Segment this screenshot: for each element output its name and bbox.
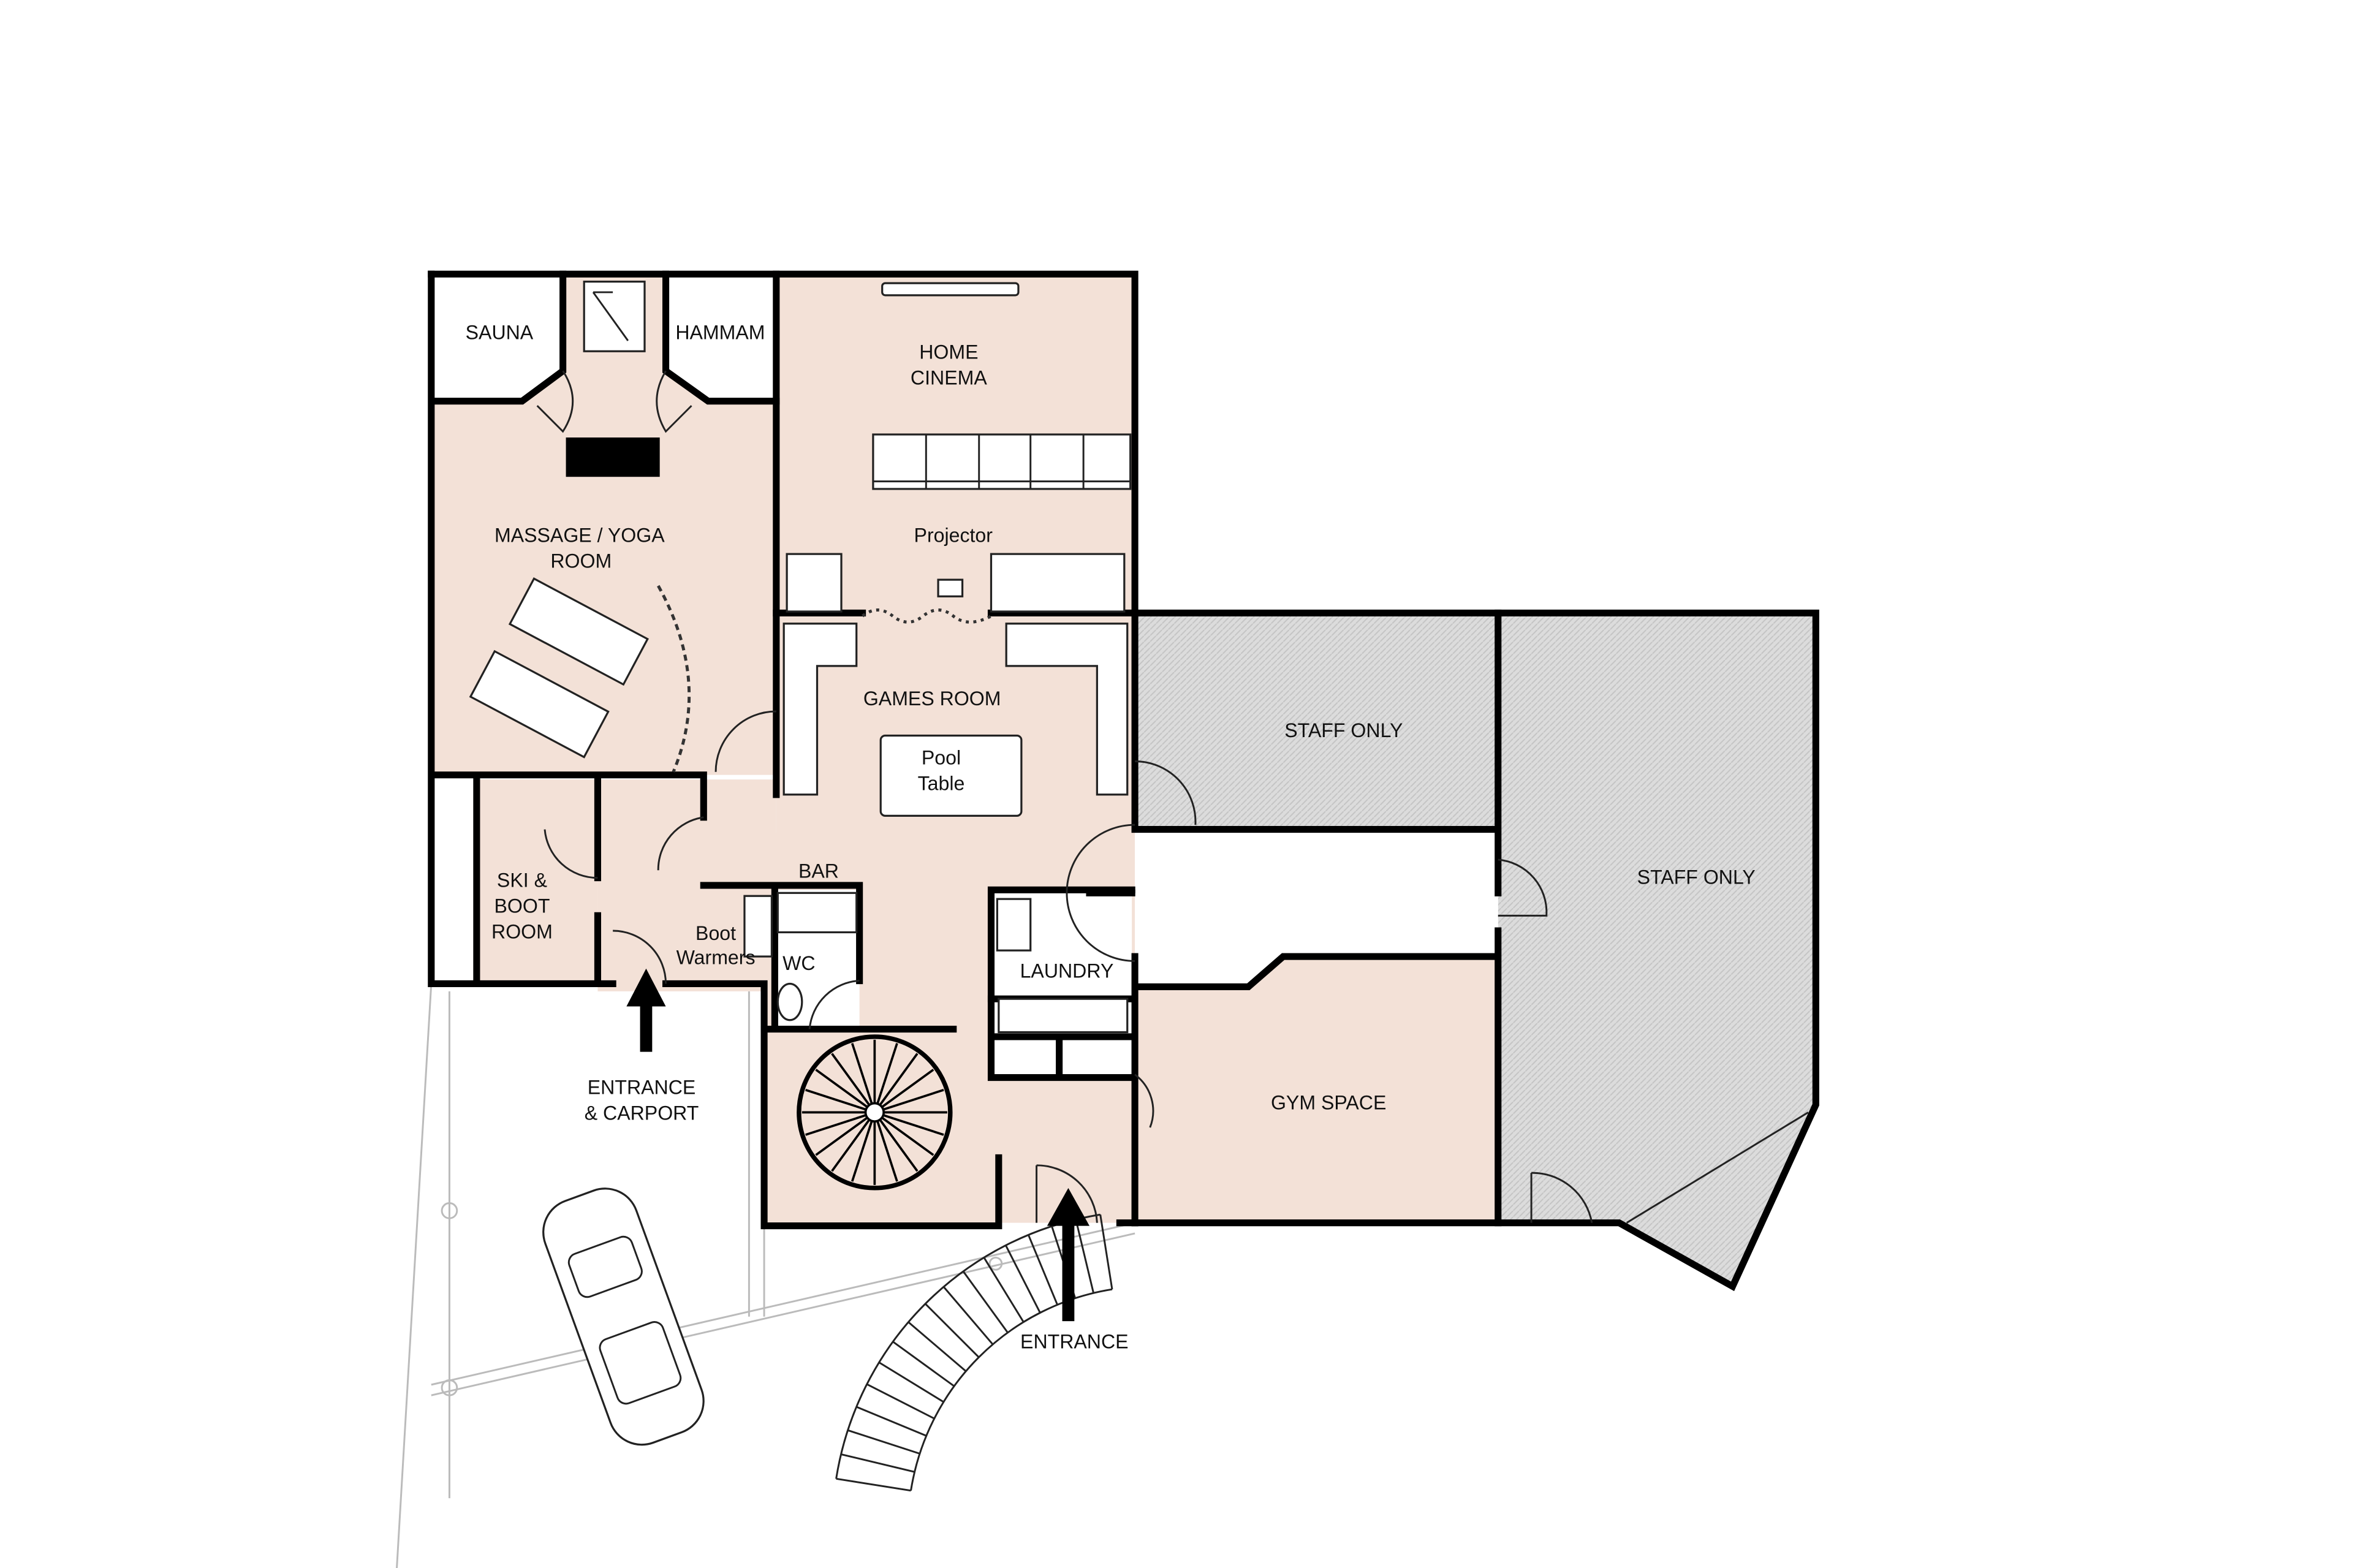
stair-step [805,1111,875,1136]
stair-step [1099,1214,1113,1290]
stair-step [831,1112,876,1172]
arrow-up-icon [626,968,666,1052]
furniture [469,281,1132,1034]
toilet [776,982,803,1021]
corridor [1135,829,1498,957]
sauna-label: SAUNA [466,321,534,343]
stair-step [851,1112,876,1182]
massage-bench [566,437,660,477]
cinema-seats [872,433,1132,490]
stair-step [874,1111,944,1136]
staff-only-label: STAFF ONLY [1284,719,1403,741]
armchair [786,553,843,613]
stair-step [866,1383,935,1420]
boot-warmers-label: Boot [695,922,736,944]
door-swing-icon [536,370,1809,1224]
gym-label: GYM SPACE [1271,1091,1386,1113]
massage-bed [469,650,610,759]
stair-step [874,1088,944,1114]
projector-icon [937,578,964,597]
curtain [862,608,992,624]
pool-table [879,734,1023,817]
car-icon [542,1187,705,1446]
boot-warmers-label: Warmers [676,946,756,968]
carport-entrance-label: ENTRANCE [588,1077,696,1099]
ski-room-label: SKI & [497,869,547,891]
main-entrance-label: ENTRANCE [1020,1331,1129,1353]
stair-step [851,1043,876,1113]
massage-label: ROOM [550,550,612,572]
stair-step [907,1321,967,1372]
massage-room [431,274,776,775]
stair-step [836,1477,911,1492]
sofa-left [782,623,858,796]
stair-step [815,1069,876,1113]
boot-warmer-rack [743,895,773,958]
pool-table-label: Table [918,772,965,794]
home-cinema-label: HOME [919,341,978,363]
ski-room-label: ROOM [491,920,553,942]
walls [428,270,1819,1292]
stair-step [873,1112,919,1172]
stair-step [873,1043,898,1113]
stair-step [874,1111,934,1156]
spiral-staircase-icon [797,1034,953,1191]
laundry-counter [998,998,1129,1034]
stair-step [892,1341,955,1387]
massage-label: MASSAGE / YOGA [494,524,665,546]
wc-label: WC [782,952,815,974]
sofa-right [1005,623,1129,796]
room-divider-curtain [657,585,691,773]
stair-step [873,1053,919,1113]
stair-step [831,1053,876,1113]
ski-boot-room [476,779,598,984]
stair-step [815,1111,876,1156]
stair-step [962,1271,1009,1333]
ski-room-label: BOOT [494,895,550,917]
bar-counter [776,892,858,934]
stair-step [942,1286,994,1345]
carport-area [396,983,1135,1568]
stair-step [1075,1219,1094,1293]
stair-step [873,1112,898,1182]
stair-step [847,1429,920,1455]
washing-machine [996,898,1032,952]
staff-only-label: STAFF ONLY [1637,866,1756,888]
stair-step [1027,1234,1058,1306]
staff-only-room-1 [1135,613,1498,830]
hammam-label: HAMMAM [675,321,765,343]
screen [881,282,1020,297]
stair-step [878,1362,944,1403]
projector-label: Projector [914,524,993,546]
arrow-up-icon [1047,1187,1090,1322]
sofa [990,553,1126,613]
stair-step [1005,1244,1041,1314]
staff-only-room-2 [1498,613,1816,1287]
stair-step [983,1257,1025,1323]
stair-step [841,1453,915,1473]
stair-step [874,1069,934,1113]
stair-step [856,1406,927,1437]
massage-bed [508,577,649,686]
home-cinema-label: CINEMA [911,367,987,389]
stair-step [925,1303,980,1358]
stair-step [805,1088,875,1114]
laundry-label: LAUNDRY [1020,960,1114,982]
pool-table-label: Pool [922,746,961,768]
gym-room [1135,956,1498,1223]
bar-label: BAR [798,860,839,882]
carport-entrance-label: & CARPORT [585,1102,699,1124]
games-room-label: GAMES ROOM [863,687,1001,710]
